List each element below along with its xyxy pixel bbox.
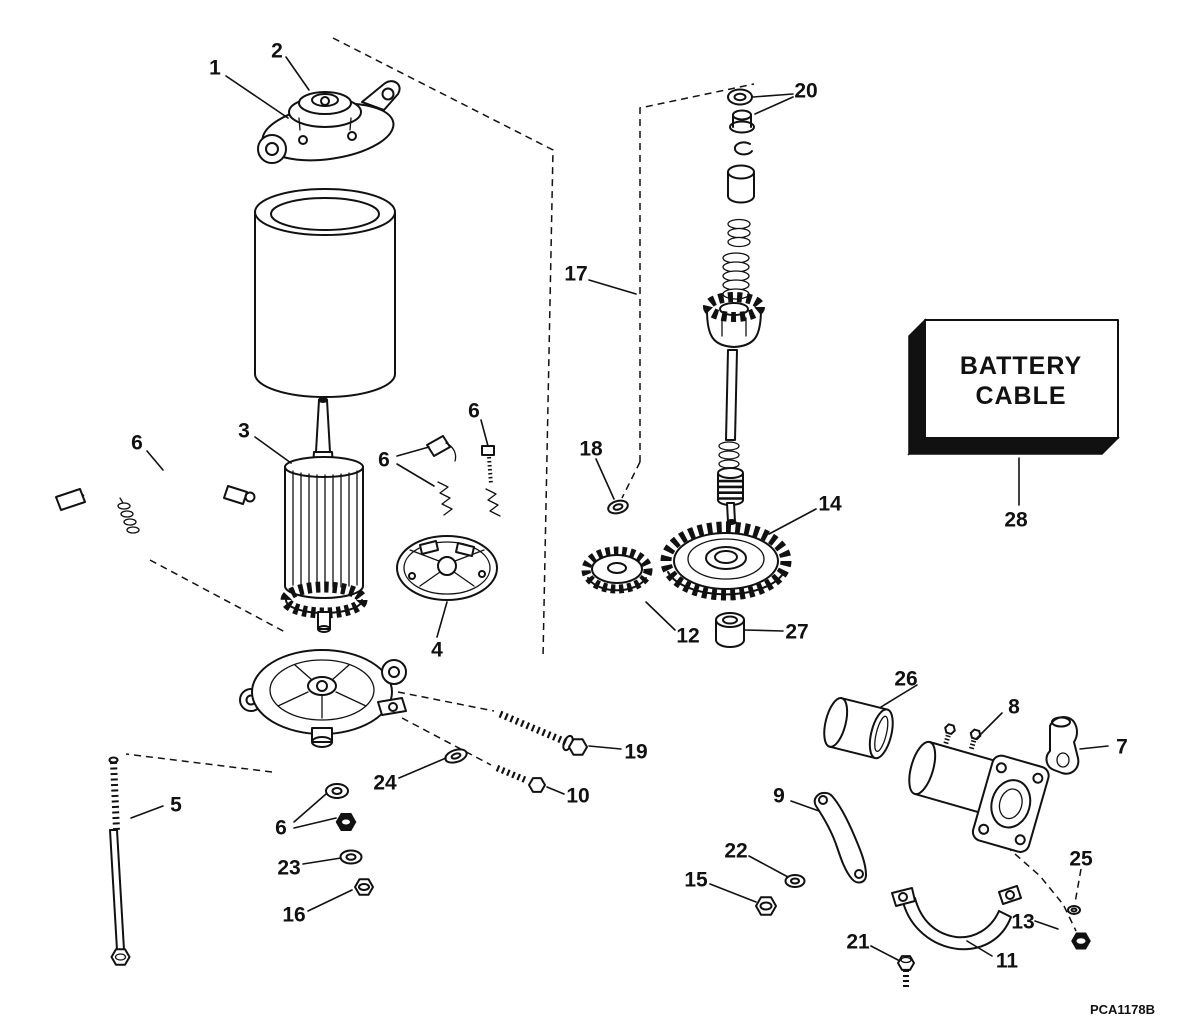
callout-10: 10 <box>566 785 589 808</box>
callout-5: 5 <box>170 794 182 817</box>
callout-25: 25 <box>1069 848 1093 871</box>
callout-6b: 6 <box>378 449 390 472</box>
battery-cable-label-line2: CABLE <box>975 382 1066 410</box>
callout-27: 27 <box>785 621 808 644</box>
lead-wire <box>55 471 256 534</box>
starter-drive <box>703 88 765 525</box>
spacer-27 <box>715 612 745 648</box>
callout-23: 23 <box>277 857 300 880</box>
armature <box>280 397 368 633</box>
callout-2: 2 <box>271 40 283 63</box>
solenoid-8 <box>908 723 1050 853</box>
callout-19: 19 <box>624 741 647 764</box>
callout-6a: 6 <box>131 432 143 455</box>
washer-nut-stack <box>325 783 374 896</box>
callout-4: 4 <box>431 639 443 662</box>
callout-1: 1 <box>209 57 221 80</box>
callout-12: 12 <box>676 625 699 648</box>
callout-7: 7 <box>1116 736 1128 759</box>
leader-lines <box>130 56 1109 961</box>
callout-labels: 1234566667891011121314151617181920212223… <box>131 40 1128 973</box>
part-code: PCA1178B <box>1090 1002 1155 1017</box>
callout-14: 14 <box>818 493 842 516</box>
callout-22: 22 <box>724 840 747 863</box>
upper-end-cap <box>257 80 401 164</box>
callout-24: 24 <box>373 772 397 795</box>
strap-9 <box>813 791 867 884</box>
brush-springs <box>426 435 501 517</box>
battery-cable-label-line1: BATTERY <box>960 352 1082 380</box>
callout-21: 21 <box>846 931 870 954</box>
through-bolt-5 <box>108 756 131 966</box>
callout-9: 9 <box>773 785 785 808</box>
callout-13: 13 <box>1011 911 1034 934</box>
callout-11: 11 <box>996 950 1019 973</box>
starter-housing <box>254 188 396 398</box>
mount-bolts <box>444 710 588 793</box>
pinion-gear-12 <box>581 546 653 594</box>
lower-end-cap <box>239 649 407 748</box>
callout-16: 16 <box>282 904 305 927</box>
hardware-right <box>755 874 1091 987</box>
callout-15: 15 <box>684 869 708 892</box>
callout-26: 26 <box>894 668 917 691</box>
sleeve-26 <box>823 697 894 760</box>
bracket-11 <box>891 885 1022 951</box>
callout-3: 3 <box>238 420 250 443</box>
terminal-boot-7 <box>1045 716 1080 775</box>
callout-20: 20 <box>794 80 817 103</box>
dashed-guides <box>125 37 1077 932</box>
callout-8: 8 <box>1008 696 1020 719</box>
callout-17: 17 <box>564 263 587 286</box>
callout-18: 18 <box>579 438 603 461</box>
callout-6c: 6 <box>468 400 480 423</box>
drive-gear-14 <box>660 521 792 601</box>
brush-plate <box>396 535 498 601</box>
callout-6d: 6 <box>275 817 287 840</box>
callout-28: 28 <box>1004 509 1028 532</box>
thrust-washer-18 <box>607 499 629 515</box>
battery-cable-box: BATTERY CABLE <box>907 318 1120 456</box>
